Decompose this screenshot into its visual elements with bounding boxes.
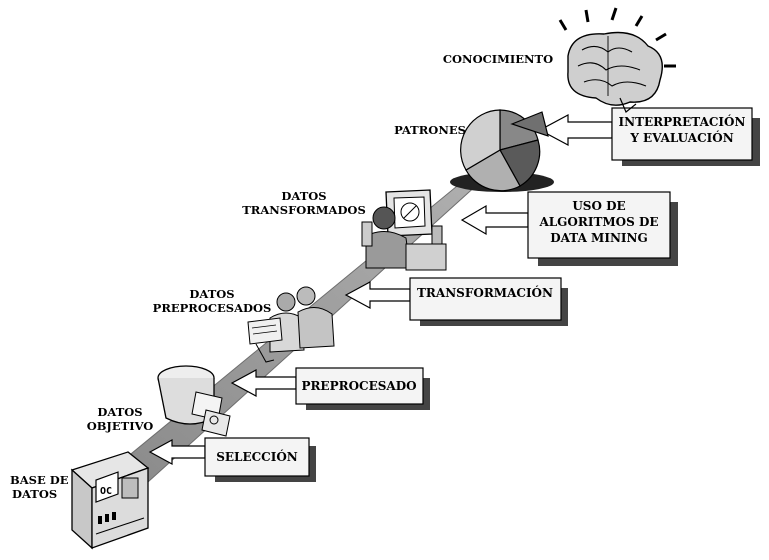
arrow-left-icon: [460, 204, 529, 236]
step-label-line: SELECCIÓN: [216, 448, 298, 464]
arrow-left-icon: [538, 113, 613, 147]
step-box: [611, 107, 753, 161]
step-label-line: PREPROCESADO: [301, 379, 416, 393]
step-interpretacion: INTERPRETACIÓN Y EVALUACIÓN: [538, 107, 760, 166]
data-bin-icon: [157, 365, 231, 437]
database-server-icon: OC: [70, 451, 150, 550]
step-label-line: TRANSFORMACIÓN: [417, 284, 553, 300]
step-box: [295, 367, 424, 405]
step-transformacion: TRANSFORMACIÓN: [344, 277, 568, 326]
step-label-line: Y EVALUACIÓN: [629, 129, 733, 145]
stage-label-conocimiento: CONOCIMIENTO: [443, 52, 553, 66]
stage-label-line: CONOCIMIENTO: [443, 52, 553, 66]
pie-chart-icon: [450, 109, 554, 192]
stage-label-line: DATOS: [281, 189, 326, 203]
stage-label-line: DATOS: [12, 487, 57, 501]
stage-label-line: BASE DE: [10, 473, 69, 487]
step-box: [527, 191, 671, 259]
step-uso-de-algoritmos: USO DE ALGORITMOS DE DATA MINING: [460, 191, 678, 266]
stage-label-line: PREPROCESADOS: [153, 301, 272, 315]
step-label-line: USO DE: [572, 199, 625, 213]
stage-label-line: PATRONES: [394, 123, 466, 137]
step-label-line: DATA MINING: [550, 231, 648, 245]
step-label-line: ALGORITMOS DE: [538, 215, 658, 229]
stage-label-datos-preprocesados: DATOS PREPROCESADOS: [153, 287, 272, 315]
step-seleccion: SELECCIÓN: [148, 437, 316, 482]
stage-label-patrones: PATRONES: [394, 123, 466, 137]
stage-label-line: TRANSFORMADOS: [242, 203, 366, 217]
stage-label-line: OBJETIVO: [87, 419, 154, 433]
svg-text:OC: OC: [100, 486, 112, 497]
brain-icon: [558, 7, 676, 113]
stage-label-datos-transformados: DATOS TRANSFORMADOS: [242, 189, 366, 217]
step-preprocesado: PREPROCESADO: [230, 367, 430, 410]
stage-label-line: DATOS: [189, 287, 234, 301]
person-at-computer-icon: [361, 189, 447, 271]
workers-icon: [247, 286, 335, 363]
step-box: [409, 277, 562, 321]
stage-label-line: DATOS: [97, 405, 142, 419]
step-box: [204, 437, 310, 477]
step-label-line: INTERPRETACIÓN: [619, 113, 746, 129]
stage-label-base-de-datos: BASE DE DATOS: [10, 473, 69, 501]
stage-label-datos-objetivo: DATOS OBJETIVO: [87, 405, 154, 433]
